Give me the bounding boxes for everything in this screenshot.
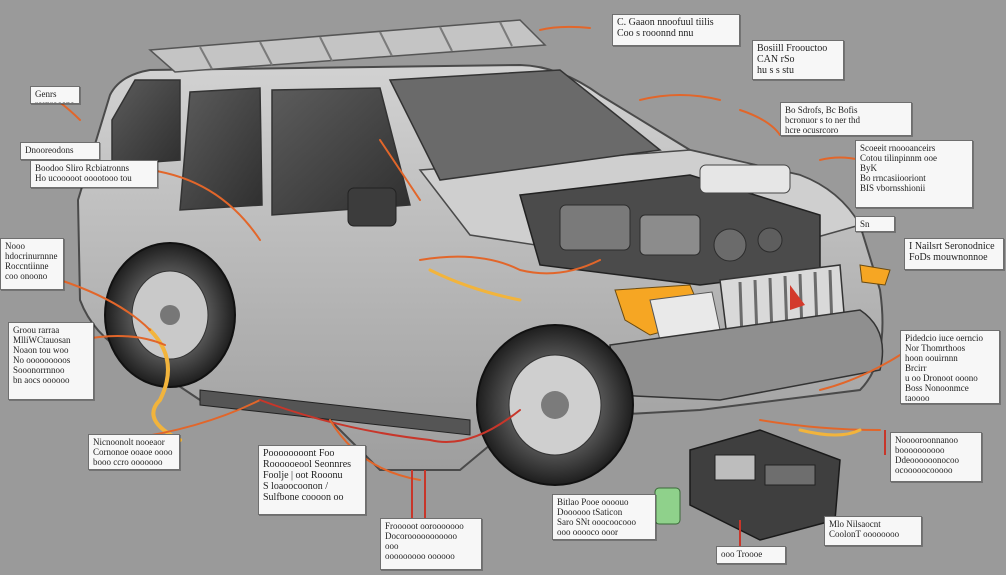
callout-right-6: Nooooroonnanoo boooooooooo Ddeoooooonoco… (890, 432, 982, 482)
callout-right-3: Scoeeit rnoooanceirs Cotou tilinpinnm oo… (855, 140, 973, 208)
running-board (199, 389, 471, 436)
callout-center-bottom-2: Bitlao Pooe oooouo Doooooo tSaticon Saro… (552, 494, 656, 540)
callout-left-6: Nicnoonolt nooeaor Cornonoe ooaoe oooo b… (88, 434, 180, 470)
control-module (654, 429, 841, 541)
callout-top-left-1: Genrs rornrooans (30, 86, 80, 104)
callout-center-bottom-1: Poooooooont Foo Roooooeool Seonnres Fool… (258, 445, 366, 515)
callout-bottom-left: Frooooot oorooooooo Docorooooooooooo ooo… (380, 518, 482, 570)
callout-left-2: Dnooreodons (20, 142, 100, 160)
side-mirror (347, 187, 397, 227)
callout-bottom-right: Mlo Nilsaocnt CoolonT oooooooo (824, 516, 922, 546)
callout-right-4: I Nailsrt Seronodnice FoDs mouwnonnoe (904, 238, 1004, 270)
front-wheel (476, 324, 634, 486)
headlights (614, 264, 891, 385)
callout-right-2: Bo Sdrofs, Bc Bofis bcronuor s to ner th… (780, 102, 912, 136)
rear-wheel (104, 242, 236, 388)
front-bumper (609, 309, 884, 401)
windows (111, 69, 662, 216)
callout-right-3b: Sn tanon (855, 216, 895, 232)
connector-posts (411, 430, 886, 550)
callout-left-3: Boodoo Sliro Rcbiatronns Ho ucooooot ooo… (30, 160, 158, 188)
callout-top-center: C. Gaaon nnoofuul tiilis Coo s rooonnd n… (612, 14, 740, 46)
callout-top-right-1: Bosiill Froouctoo CAN rSo hu s s stu (752, 40, 844, 80)
callout-left-5: Groou rarraa MlliWCtauosan Noaon tou woo… (8, 322, 94, 400)
callout-right-5: Pidedcio iuce oerncio Nor Thomrthoos hoo… (900, 330, 1000, 404)
callout-left-4: Nooo hdocrinurnnne Roccntiinne coo onoon… (0, 238, 64, 290)
callout-bottom-center: ooo Troooe (716, 546, 786, 564)
